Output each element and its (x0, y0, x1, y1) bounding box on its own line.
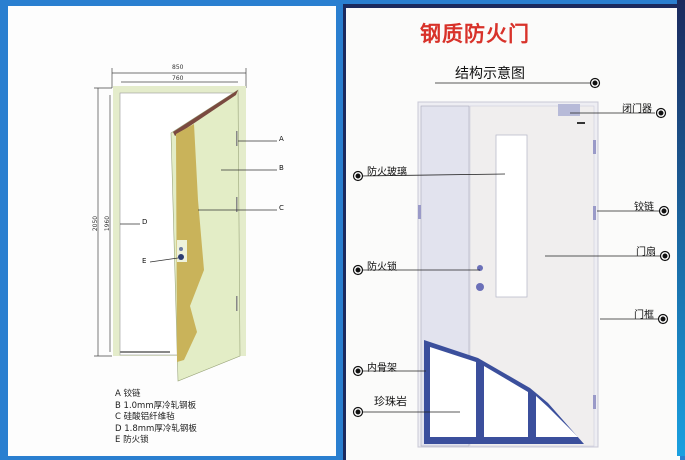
dim-inner-height: 1960 (104, 215, 112, 232)
callout-c: C (279, 204, 284, 212)
diagram-subtitle: 结构示意图 (455, 66, 525, 82)
label-skeleton: 内骨架 (367, 363, 397, 374)
callout-d: D (142, 218, 148, 226)
label-frame: 门框 (634, 310, 654, 321)
label-leader-lines (359, 82, 660, 413)
decorative-edge (677, 0, 685, 456)
label-perlite: 珍珠岩 (374, 395, 407, 408)
callout-lines (120, 140, 277, 263)
legend-item: A 铰链 (115, 389, 141, 399)
fire-glass (495, 134, 528, 298)
legend-item: D 1.8mm厚冷轧钢板 (115, 423, 197, 434)
diagram-title: 钢质防火门 (420, 22, 530, 46)
fire-door (417, 101, 599, 448)
bullet-markers (352, 77, 671, 418)
label-lock: 防火锁 (367, 262, 397, 273)
callout-e: E (142, 257, 147, 265)
legend: A 铰链 B 1.0mm厚冷轧钢板 C 硅酸铝纤维毡 D 1.8mm厚冷轧钢板 … (115, 389, 197, 447)
dim-inner-width: 760 (172, 75, 184, 82)
label-hinge: 铰链 (634, 202, 654, 213)
legend-item: C 硅酸铝纤维毡 (115, 412, 175, 422)
callout-b: B (279, 164, 284, 172)
label-closer: 闭门器 (622, 104, 652, 115)
callout-a: A (279, 135, 284, 143)
dim-outer-width: 850 (172, 64, 184, 71)
dimension-lines (94, 68, 247, 357)
label-leaf: 门扇 (636, 247, 656, 258)
dim-outer-height: 2050 (92, 215, 100, 232)
label-glass: 防火玻璃 (367, 167, 407, 178)
legend-item: B 1.0mm厚冷轧钢板 (115, 400, 197, 411)
fiber-core (176, 124, 204, 362)
open-door-leaf (170, 89, 241, 382)
legend-item: E 防火锁 (115, 435, 149, 445)
